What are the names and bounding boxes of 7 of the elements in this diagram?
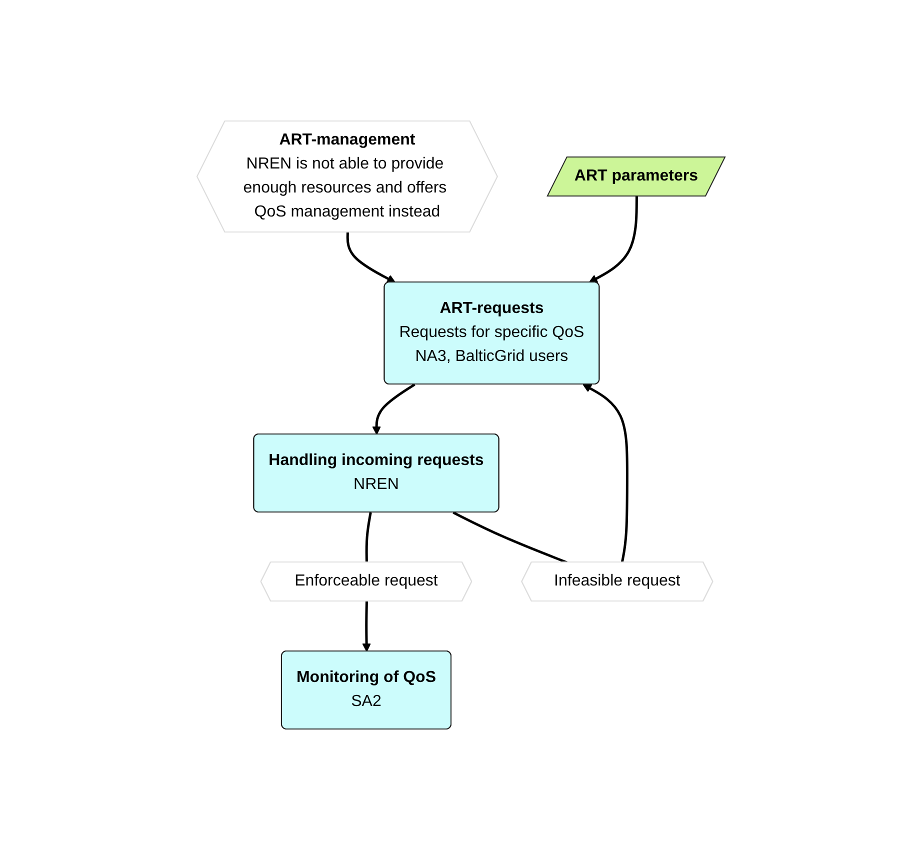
arrow — [372, 382, 416, 434]
arrow — [589, 196, 638, 282]
connector — [453, 510, 568, 564]
arrow — [583, 384, 629, 562]
arrow — [346, 232, 396, 282]
connector — [366, 512, 372, 562]
arrow — [362, 600, 372, 652]
